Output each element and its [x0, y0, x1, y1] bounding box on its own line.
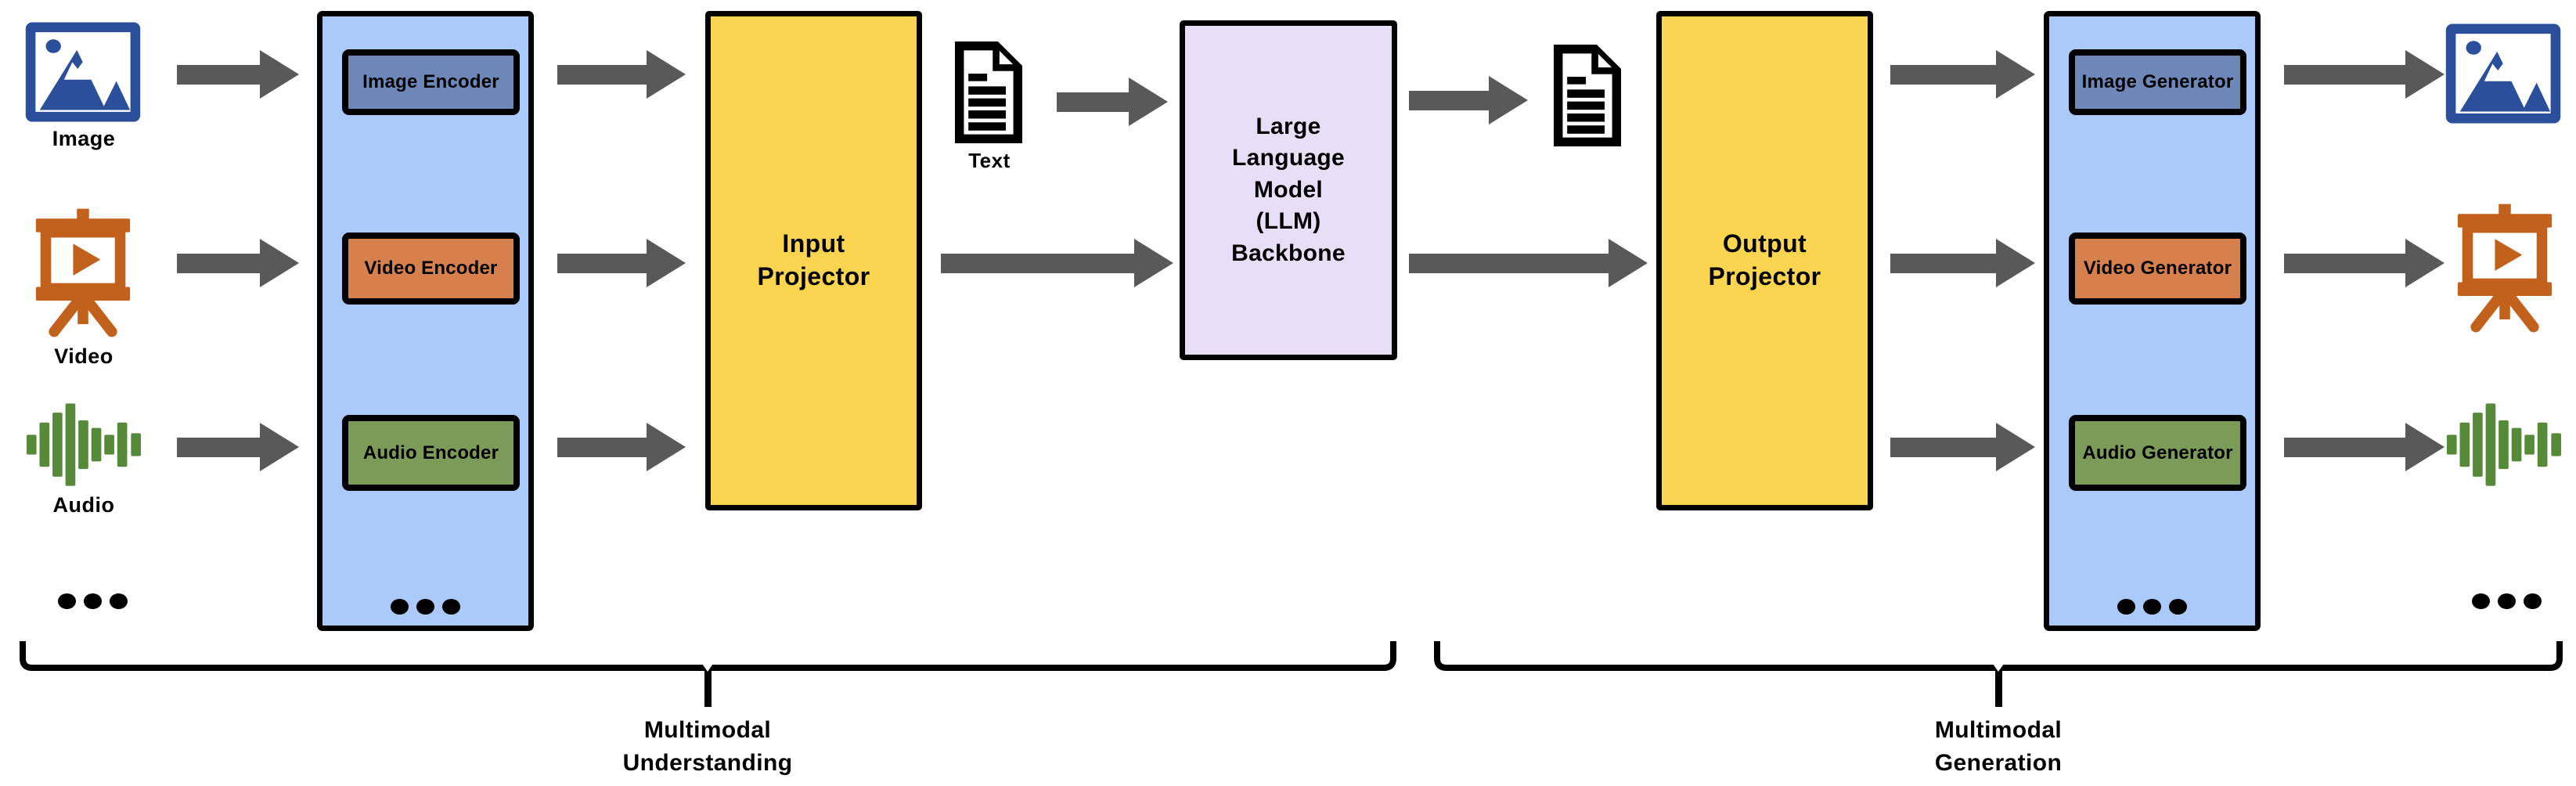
arrow-audio-encoder-to-input-projector: [557, 423, 686, 471]
arrow-video-generator-to-video: [2284, 239, 2444, 287]
dot: [58, 593, 76, 609]
dot: [2117, 599, 2135, 615]
audio-output-icon: [2446, 403, 2561, 486]
arrow-image-to-encoders: [177, 50, 299, 99]
multimodal-generation-label: Multimodal Generation: [1803, 714, 2194, 780]
video-encoder-label: Video Encoder: [364, 258, 498, 279]
video-output-icon: [2457, 204, 2553, 333]
llm-line5: Backbone: [1231, 240, 1346, 266]
dot: [84, 593, 102, 609]
audio-generator-box: Audio Generator: [2069, 415, 2246, 491]
arrow-text-to-llm: [1057, 78, 1168, 126]
brace-graphics: [20, 641, 2563, 707]
text-document-icon: [954, 41, 1023, 144]
generation-line1: Multimodal: [1934, 717, 2063, 743]
arrow-audio-to-encoders: [177, 423, 299, 471]
dot: [2524, 593, 2542, 609]
video-encoder-box: Video Encoder: [342, 233, 520, 305]
llm-line4: (LLM): [1256, 208, 1321, 235]
video-generator-box: Video Generator: [2069, 233, 2246, 305]
input-projector-box: Input Projector: [705, 11, 922, 510]
arrow-output-projector-to-image-generator: [1890, 50, 2035, 99]
llm-line3: Model: [1253, 176, 1324, 203]
dot: [2143, 599, 2161, 615]
arrow-audio-generator-to-audio: [2284, 423, 2444, 471]
video-input-icon: [35, 208, 131, 337]
output-projector-line2: Projector: [1708, 262, 1821, 290]
input-projector-line2: Projector: [757, 262, 870, 290]
image-generator-label: Image Generator: [2081, 71, 2234, 92]
arrow-image-encoder-to-input-projector: [557, 50, 686, 99]
image-encoder-label: Image Encoder: [362, 71, 499, 92]
dot: [2472, 593, 2490, 609]
generation-line2: Generation: [1934, 750, 2063, 776]
audio-generator-label: Audio Generator: [2082, 442, 2233, 463]
image-generator-box: Image Generator: [2069, 49, 2246, 115]
image-input-icon: [25, 22, 141, 122]
llm-line2: Language: [1231, 145, 1346, 171]
llm-line1: Large: [1256, 113, 1321, 139]
dot: [110, 593, 128, 609]
encoder-panel: Image Encoder Video Encoder Audio Encode…: [317, 11, 534, 631]
audio-input-label: Audio: [52, 493, 115, 517]
output-document-icon: [1553, 44, 1622, 147]
image-output-icon: [2445, 23, 2561, 124]
multimodal-understanding-label: Multimodal Understanding: [512, 714, 903, 780]
output-ellipsis-dots: [2472, 593, 2542, 609]
video-input-label: Video: [54, 344, 113, 368]
input-ellipsis-dots: [58, 593, 128, 609]
arrow-output-projector-to-audio-generator: [1890, 423, 2035, 471]
video-generator-label: Video Generator: [2083, 258, 2232, 279]
arrow-output-projector-to-video-generator: [1890, 239, 2035, 287]
arrow-image-generator-to-image: [2284, 50, 2444, 99]
output-projector-box: Output Projector: [1656, 11, 1873, 510]
arrow-llm-to-output-text: [1409, 76, 1528, 124]
llm-backbone-box: Large Language Model (LLM) Backbone: [1180, 20, 1397, 360]
arrow-video-encoder-to-input-projector: [557, 239, 686, 287]
dot: [416, 599, 434, 615]
input-projector-line1: Input: [782, 229, 845, 258]
image-input-label: Image: [52, 127, 116, 150]
arrow-input-projector-to-llm: [941, 239, 1173, 287]
output-projector-line1: Output: [1722, 229, 1807, 258]
image-encoder-box: Image Encoder: [342, 49, 520, 115]
understanding-line2: Understanding: [622, 750, 793, 776]
audio-encoder-label: Audio Encoder: [362, 442, 499, 463]
dot: [2498, 593, 2516, 609]
dot: [442, 599, 460, 615]
audio-input-icon: [26, 403, 141, 486]
audio-encoder-box: Audio Encoder: [342, 415, 520, 491]
arrow-llm-to-output-projector: [1409, 239, 1648, 287]
generator-ellipsis-dots: [2117, 599, 2187, 615]
encoder-ellipsis-dots: [391, 599, 460, 615]
arrow-video-to-encoders: [177, 239, 299, 287]
text-document-label: Text: [968, 149, 1011, 172]
dot: [391, 599, 409, 615]
dot: [2169, 599, 2187, 615]
understanding-line1: Multimodal: [643, 717, 772, 743]
generator-panel: Image Generator Video Generator Audio Ge…: [2044, 11, 2261, 631]
